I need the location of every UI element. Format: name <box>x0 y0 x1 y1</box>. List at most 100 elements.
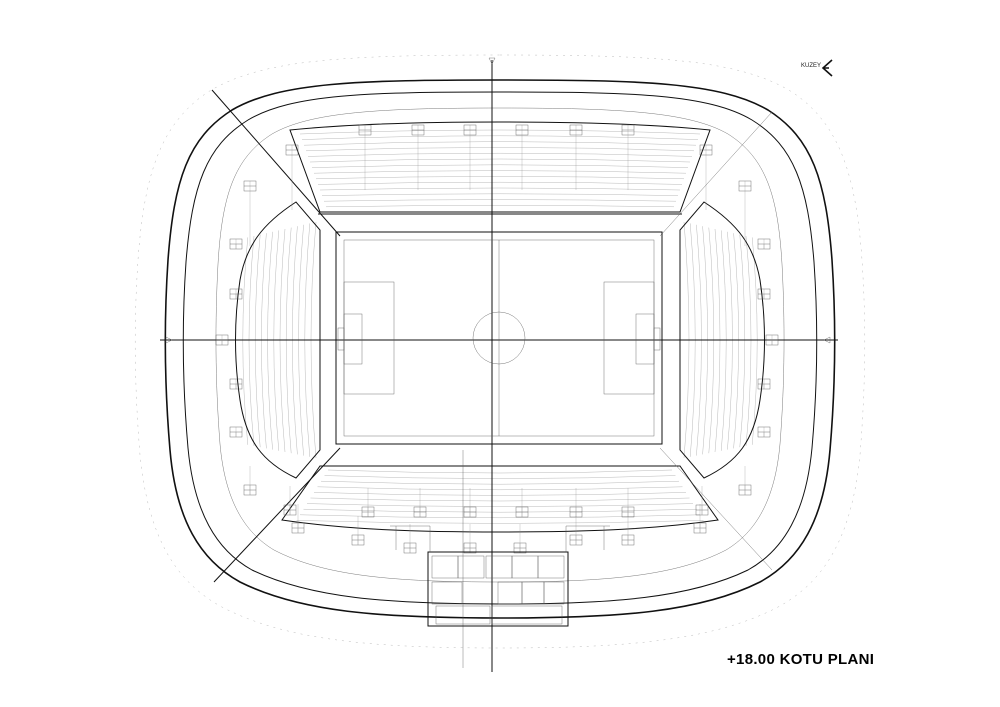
stair-block <box>569 124 583 190</box>
plan-title: +18.00 KOTU PLANI <box>727 651 875 668</box>
stair-block <box>621 124 635 190</box>
stair-block <box>463 524 477 554</box>
seat-row <box>306 503 694 507</box>
outer-dashed-ring <box>135 54 865 649</box>
concourse-ring <box>215 107 785 583</box>
seat-row <box>248 235 255 447</box>
seat-row <box>739 234 745 448</box>
stair-block <box>515 124 529 190</box>
penalty-box-right <box>603 281 655 395</box>
seat-row <box>315 176 685 179</box>
seat-row <box>301 135 699 140</box>
stair-block <box>757 378 771 390</box>
stair-block <box>285 144 299 210</box>
corner-line-nw <box>211 89 341 237</box>
goal-box-left <box>343 313 363 365</box>
seat-row <box>307 153 693 157</box>
seat-row <box>255 234 261 448</box>
seat-row <box>261 233 267 449</box>
stair-block <box>693 504 707 534</box>
stair-block <box>738 466 752 496</box>
seat-row <box>323 199 677 202</box>
stair-block <box>757 288 771 300</box>
seat-row <box>324 475 676 479</box>
center-circle <box>472 311 526 365</box>
stair-block <box>229 288 243 300</box>
stair-block <box>229 238 243 250</box>
stair-block <box>765 334 779 346</box>
goal-left <box>337 327 345 351</box>
north-arrow-icon <box>821 59 833 77</box>
seat-row <box>313 170 687 174</box>
stair-block <box>243 466 257 496</box>
south-building <box>390 525 610 627</box>
stair-block <box>215 334 229 346</box>
seat-row <box>305 147 695 151</box>
stair-block <box>283 486 297 516</box>
seat-row <box>752 237 758 445</box>
west-stand-outline <box>235 201 321 479</box>
stair-blocks <box>215 124 779 554</box>
stair-block <box>695 486 709 516</box>
penalty-box-left <box>343 281 395 395</box>
seat-row <box>319 187 681 191</box>
seat-row <box>317 486 683 490</box>
pitch-surround <box>335 231 663 445</box>
stair-block <box>463 488 477 518</box>
seat-row <box>745 235 752 447</box>
stair-block <box>291 504 305 534</box>
seat-row <box>721 230 727 451</box>
goal-right <box>653 327 661 351</box>
axis-marker-top <box>488 57 496 65</box>
stair-block <box>358 124 372 190</box>
seat-row <box>320 481 680 485</box>
north-stand-rows <box>299 129 701 207</box>
goal-box-right <box>635 313 655 365</box>
south-stand-rows <box>296 469 704 524</box>
seat-row <box>727 231 733 450</box>
seat-row <box>733 233 739 449</box>
seat-row <box>327 469 673 474</box>
stair-block <box>569 488 583 518</box>
stair-block <box>699 144 713 210</box>
stair-block <box>757 238 771 250</box>
seat-row <box>325 205 675 207</box>
seat-row <box>299 129 701 135</box>
south-stand-outline <box>281 465 719 533</box>
stair-block <box>403 524 417 554</box>
axis-marker-right <box>823 336 831 344</box>
seat-row <box>313 492 687 496</box>
seat-row <box>321 193 679 196</box>
stair-block <box>351 516 365 546</box>
stair-block <box>361 488 375 518</box>
outer-shell-line-2 <box>182 91 818 605</box>
seat-row <box>309 158 691 163</box>
stair-block <box>243 180 257 246</box>
stair-block <box>621 516 635 546</box>
seat-row <box>310 497 690 502</box>
seating-bowl-outer <box>289 121 711 213</box>
stair-block <box>413 488 427 518</box>
seat-row <box>242 237 248 445</box>
stair-block <box>463 124 477 190</box>
stair-block <box>757 426 771 438</box>
east-stand-outline <box>679 201 765 479</box>
seat-row <box>303 141 697 146</box>
seat-row <box>303 509 697 513</box>
stair-block <box>229 378 243 390</box>
seat-row <box>296 520 704 524</box>
corner-line-sw <box>213 447 341 583</box>
stair-block <box>569 516 583 546</box>
seat-row <box>299 514 701 518</box>
corner-line-se <box>659 447 773 571</box>
corner-line-ne <box>659 111 773 237</box>
seat-row <box>311 164 689 168</box>
seat-row <box>273 230 279 451</box>
seat-row <box>317 182 683 185</box>
stair-block <box>513 524 527 554</box>
seat-row <box>267 231 273 450</box>
axis-marker-left <box>165 336 173 344</box>
stair-block <box>621 488 635 518</box>
north-label: KUZEY <box>801 63 822 69</box>
